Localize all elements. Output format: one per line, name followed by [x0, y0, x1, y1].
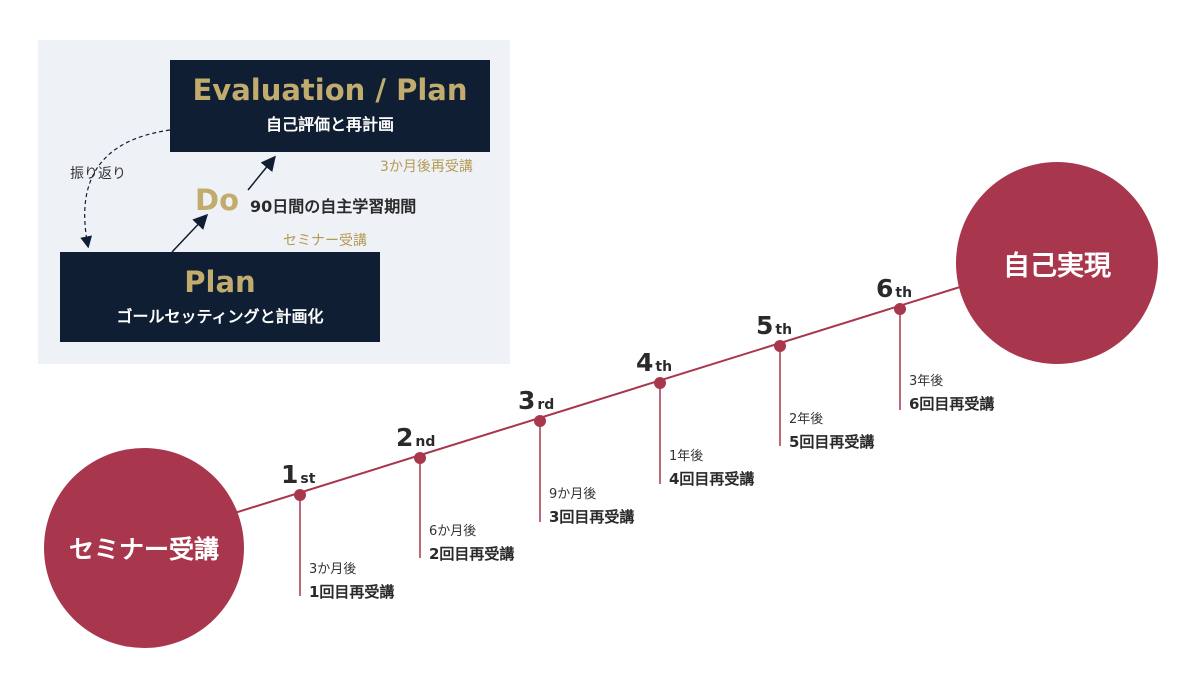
evaluation-title: Evaluation / Plan [192, 73, 468, 107]
plan-box: Plan ゴールセッティングと計画化 [60, 252, 380, 342]
journey-line [227, 286, 961, 516]
plan-title: Plan [184, 265, 256, 299]
step-time: 3年後 [909, 374, 944, 389]
evaluation-plan-box: Evaluation / Plan 自己評価と再計画 [170, 60, 490, 152]
step-time: 3か月後 [309, 562, 357, 577]
step-session: 4回目再受講 [669, 470, 755, 488]
do-description: 90日間の自主学習期間 [250, 197, 417, 216]
step-marker [534, 415, 546, 522]
step-session: 2回目再受講 [429, 545, 515, 563]
plan-subtitle: ゴールセッティングと計画化 [116, 307, 324, 326]
step-marker [294, 489, 306, 596]
step-label: 2年後 5回目再受講 [789, 408, 874, 452]
step-session: 6回目再受講 [909, 395, 995, 413]
step-session: 3回目再受講 [549, 508, 635, 526]
retake-label: 3か月後再受講 [380, 159, 473, 175]
step-session: 1回目再受講 [309, 583, 395, 601]
do-title: Do [195, 183, 239, 217]
step-marker [654, 377, 666, 484]
goal-circle: 自己実現 [956, 162, 1158, 364]
step-label: 3か月後 1回目再受講 [309, 558, 394, 602]
step-label: 9か月後 3回目再受講 [549, 483, 634, 527]
step-label: 3年後 6回目再受講 [909, 370, 994, 414]
step-label: 1年後 4回目再受講 [669, 445, 754, 489]
step-label: 6か月後 2回目再受講 [429, 520, 514, 564]
step-session: 5回目再受講 [789, 433, 875, 451]
step-time: 6か月後 [429, 524, 477, 539]
step-marker [414, 452, 426, 558]
feedback-label: 振り返り [70, 166, 126, 182]
seminar-label: セミナー受講 [283, 233, 367, 249]
start-circle: セミナー受講 [44, 448, 244, 648]
evaluation-subtitle: 自己評価と再計画 [265, 115, 394, 134]
step-time: 2年後 [789, 412, 824, 427]
step-marker [894, 303, 906, 410]
step-time: 1年後 [669, 449, 704, 464]
feedback-dashed-arrow [80, 129, 171, 249]
plan-to-do-arrow [171, 213, 209, 253]
do-to-evaluation-arrow [247, 155, 276, 191]
step-marker [774, 340, 786, 446]
step-time: 9か月後 [549, 487, 597, 502]
